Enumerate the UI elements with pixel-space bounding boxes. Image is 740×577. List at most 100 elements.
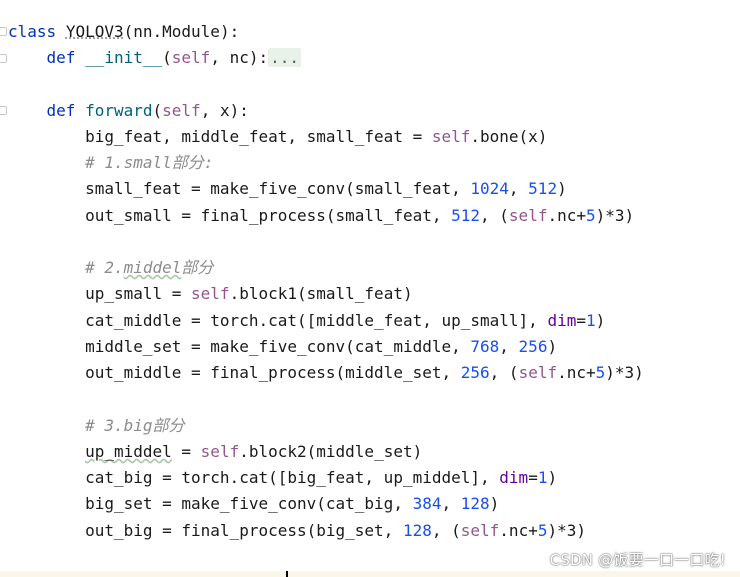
- code-line-cat-big[interactable]: cat_big = torch.cat([big_feat, up_middel…: [8, 465, 557, 491]
- code-text: ): [595, 311, 606, 330]
- code-line-out-small[interactable]: out_small = final_process(small_feat, 51…: [8, 203, 634, 229]
- code-text: cat_middle = torch.cat([middle_feat, up_…: [85, 311, 548, 330]
- code-text: , (: [480, 206, 509, 225]
- comment: 部分: [152, 416, 185, 435]
- class-name: YOLOV3: [65, 22, 124, 41]
- code-text: .nc+: [547, 206, 586, 225]
- code-text: big_feat, middle_feat, small_feat =: [85, 127, 432, 146]
- variable-typo: up_middel: [85, 442, 172, 461]
- code-line-bone[interactable]: big_feat, middle_feat, small_feat = self…: [8, 124, 547, 150]
- comment-typo: middel: [123, 258, 182, 277]
- init-args: , nc):: [210, 48, 269, 67]
- code-line-class[interactable]: class YOLOV3(nn.Module):: [8, 19, 239, 45]
- named-arg: dim: [547, 311, 577, 330]
- keyword-def: def: [46, 48, 76, 67]
- comment: 部分: [181, 258, 214, 277]
- number: 5: [537, 521, 548, 540]
- comment: 部分:: [171, 153, 214, 172]
- current-line-highlight: [0, 571, 740, 577]
- code-text: .bone(x): [470, 127, 548, 146]
- code-line-up-small[interactable]: up_small = self.block1(small_feat): [8, 281, 413, 307]
- number: 256: [460, 363, 490, 382]
- number: 512: [528, 179, 558, 198]
- editor-gutter: [0, 0, 8, 577]
- self-keyword: self: [200, 442, 240, 461]
- code-text: )*3): [595, 206, 635, 225]
- method-name-forward: forward: [85, 101, 153, 120]
- number: 5: [595, 363, 606, 382]
- code-line-up-middel[interactable]: up_middel = self.block2(middle_set): [8, 439, 422, 465]
- code-line-out-middle[interactable]: out_middle = final_process(middle_set, 2…: [8, 360, 644, 386]
- code-line-comment-3[interactable]: # 3.big部分: [8, 413, 185, 439]
- code-text: .block2(middle_set): [239, 442, 423, 461]
- number: 384: [412, 494, 442, 513]
- number: 768: [470, 337, 500, 356]
- watermark: CSDN @饭要一口一口吃!: [549, 551, 726, 569]
- code-text: ): [557, 179, 567, 198]
- code-text: up_small =: [85, 284, 192, 303]
- fold-marker-icon[interactable]: [0, 106, 7, 115]
- code-text: =: [528, 468, 538, 487]
- self-keyword: self: [508, 206, 548, 225]
- self-keyword: self: [518, 363, 558, 382]
- code-line-cat-middle[interactable]: cat_middle = torch.cat([middle_feat, up_…: [8, 308, 605, 334]
- fold-marker-icon[interactable]: [0, 27, 7, 36]
- code-text: ,: [499, 337, 519, 356]
- code-line-comment-2[interactable]: # 2.middel部分: [8, 255, 213, 281]
- collapsed-region[interactable]: ...: [268, 48, 302, 67]
- code-line-forward[interactable]: def forward(self, x):: [8, 98, 249, 124]
- code-line-comment-1[interactable]: # 1.small部分:: [8, 150, 213, 176]
- code-text: , (: [489, 363, 519, 382]
- self-keyword: self: [191, 284, 230, 303]
- code-line-init[interactable]: def __init__(self, nc):...: [8, 45, 302, 71]
- code-text: big_set = make_five_conv(cat_big,: [85, 494, 413, 513]
- code-text: , (: [431, 521, 461, 540]
- code-line-out-big[interactable]: out_big = final_process(big_set, 128, (s…: [8, 518, 586, 544]
- comment: # 3.big: [85, 416, 153, 435]
- self-keyword: self: [162, 101, 201, 120]
- paren: (: [152, 101, 163, 120]
- number: 256: [518, 337, 548, 356]
- keyword-def: def: [46, 101, 76, 120]
- fold-marker-icon[interactable]: [0, 54, 7, 63]
- code-text: ,: [441, 494, 461, 513]
- number: 1: [537, 468, 548, 487]
- code-text: .block1(small_feat): [229, 284, 413, 303]
- code-text: middle_set = make_five_conv(cat_middle,: [85, 337, 471, 356]
- code-text: out_big = final_process(big_set,: [85, 521, 403, 540]
- number: 128: [460, 494, 490, 513]
- self-keyword: self: [460, 521, 500, 540]
- code-text: =: [171, 442, 201, 461]
- code-text: cat_big = torch.cat([big_feat, up_middel…: [85, 468, 500, 487]
- comment: # 1.small: [85, 153, 172, 172]
- number: 1024: [470, 179, 509, 198]
- code-text: ): [547, 468, 558, 487]
- named-arg: dim: [499, 468, 529, 487]
- text-caret: [286, 571, 288, 577]
- code-text: ): [547, 337, 558, 356]
- code-text: )*3): [605, 363, 644, 382]
- code-text: .nc+: [499, 521, 538, 540]
- number: 128: [402, 521, 432, 540]
- code-text: out_middle = final_process(middle_set,: [85, 363, 461, 382]
- code-text: ,: [508, 179, 529, 198]
- paren: (: [162, 48, 172, 67]
- code-text: ): [489, 494, 500, 513]
- class-base: (nn.Module):: [123, 22, 240, 41]
- code-line-big-set[interactable]: big_set = make_five_conv(cat_big, 384, 1…: [8, 491, 499, 517]
- code-text: )*3): [547, 521, 586, 540]
- code-text: .nc+: [557, 363, 596, 382]
- code-text: =: [576, 311, 586, 330]
- number: 1: [585, 311, 596, 330]
- code-text: out_small = final_process(small_feat,: [85, 206, 452, 225]
- code-text: small_feat = make_five_conv(small_feat,: [85, 179, 471, 198]
- number: 5: [585, 206, 596, 225]
- code-line-small-feat[interactable]: small_feat = make_five_conv(small_feat, …: [8, 176, 567, 202]
- code-line-middle-set[interactable]: middle_set = make_five_conv(cat_middle, …: [8, 334, 557, 360]
- keyword-class: class: [8, 22, 57, 41]
- number: 512: [451, 206, 481, 225]
- self-keyword: self: [431, 127, 471, 146]
- forward-args: , x):: [200, 101, 249, 120]
- method-name-init: __init__: [85, 48, 163, 67]
